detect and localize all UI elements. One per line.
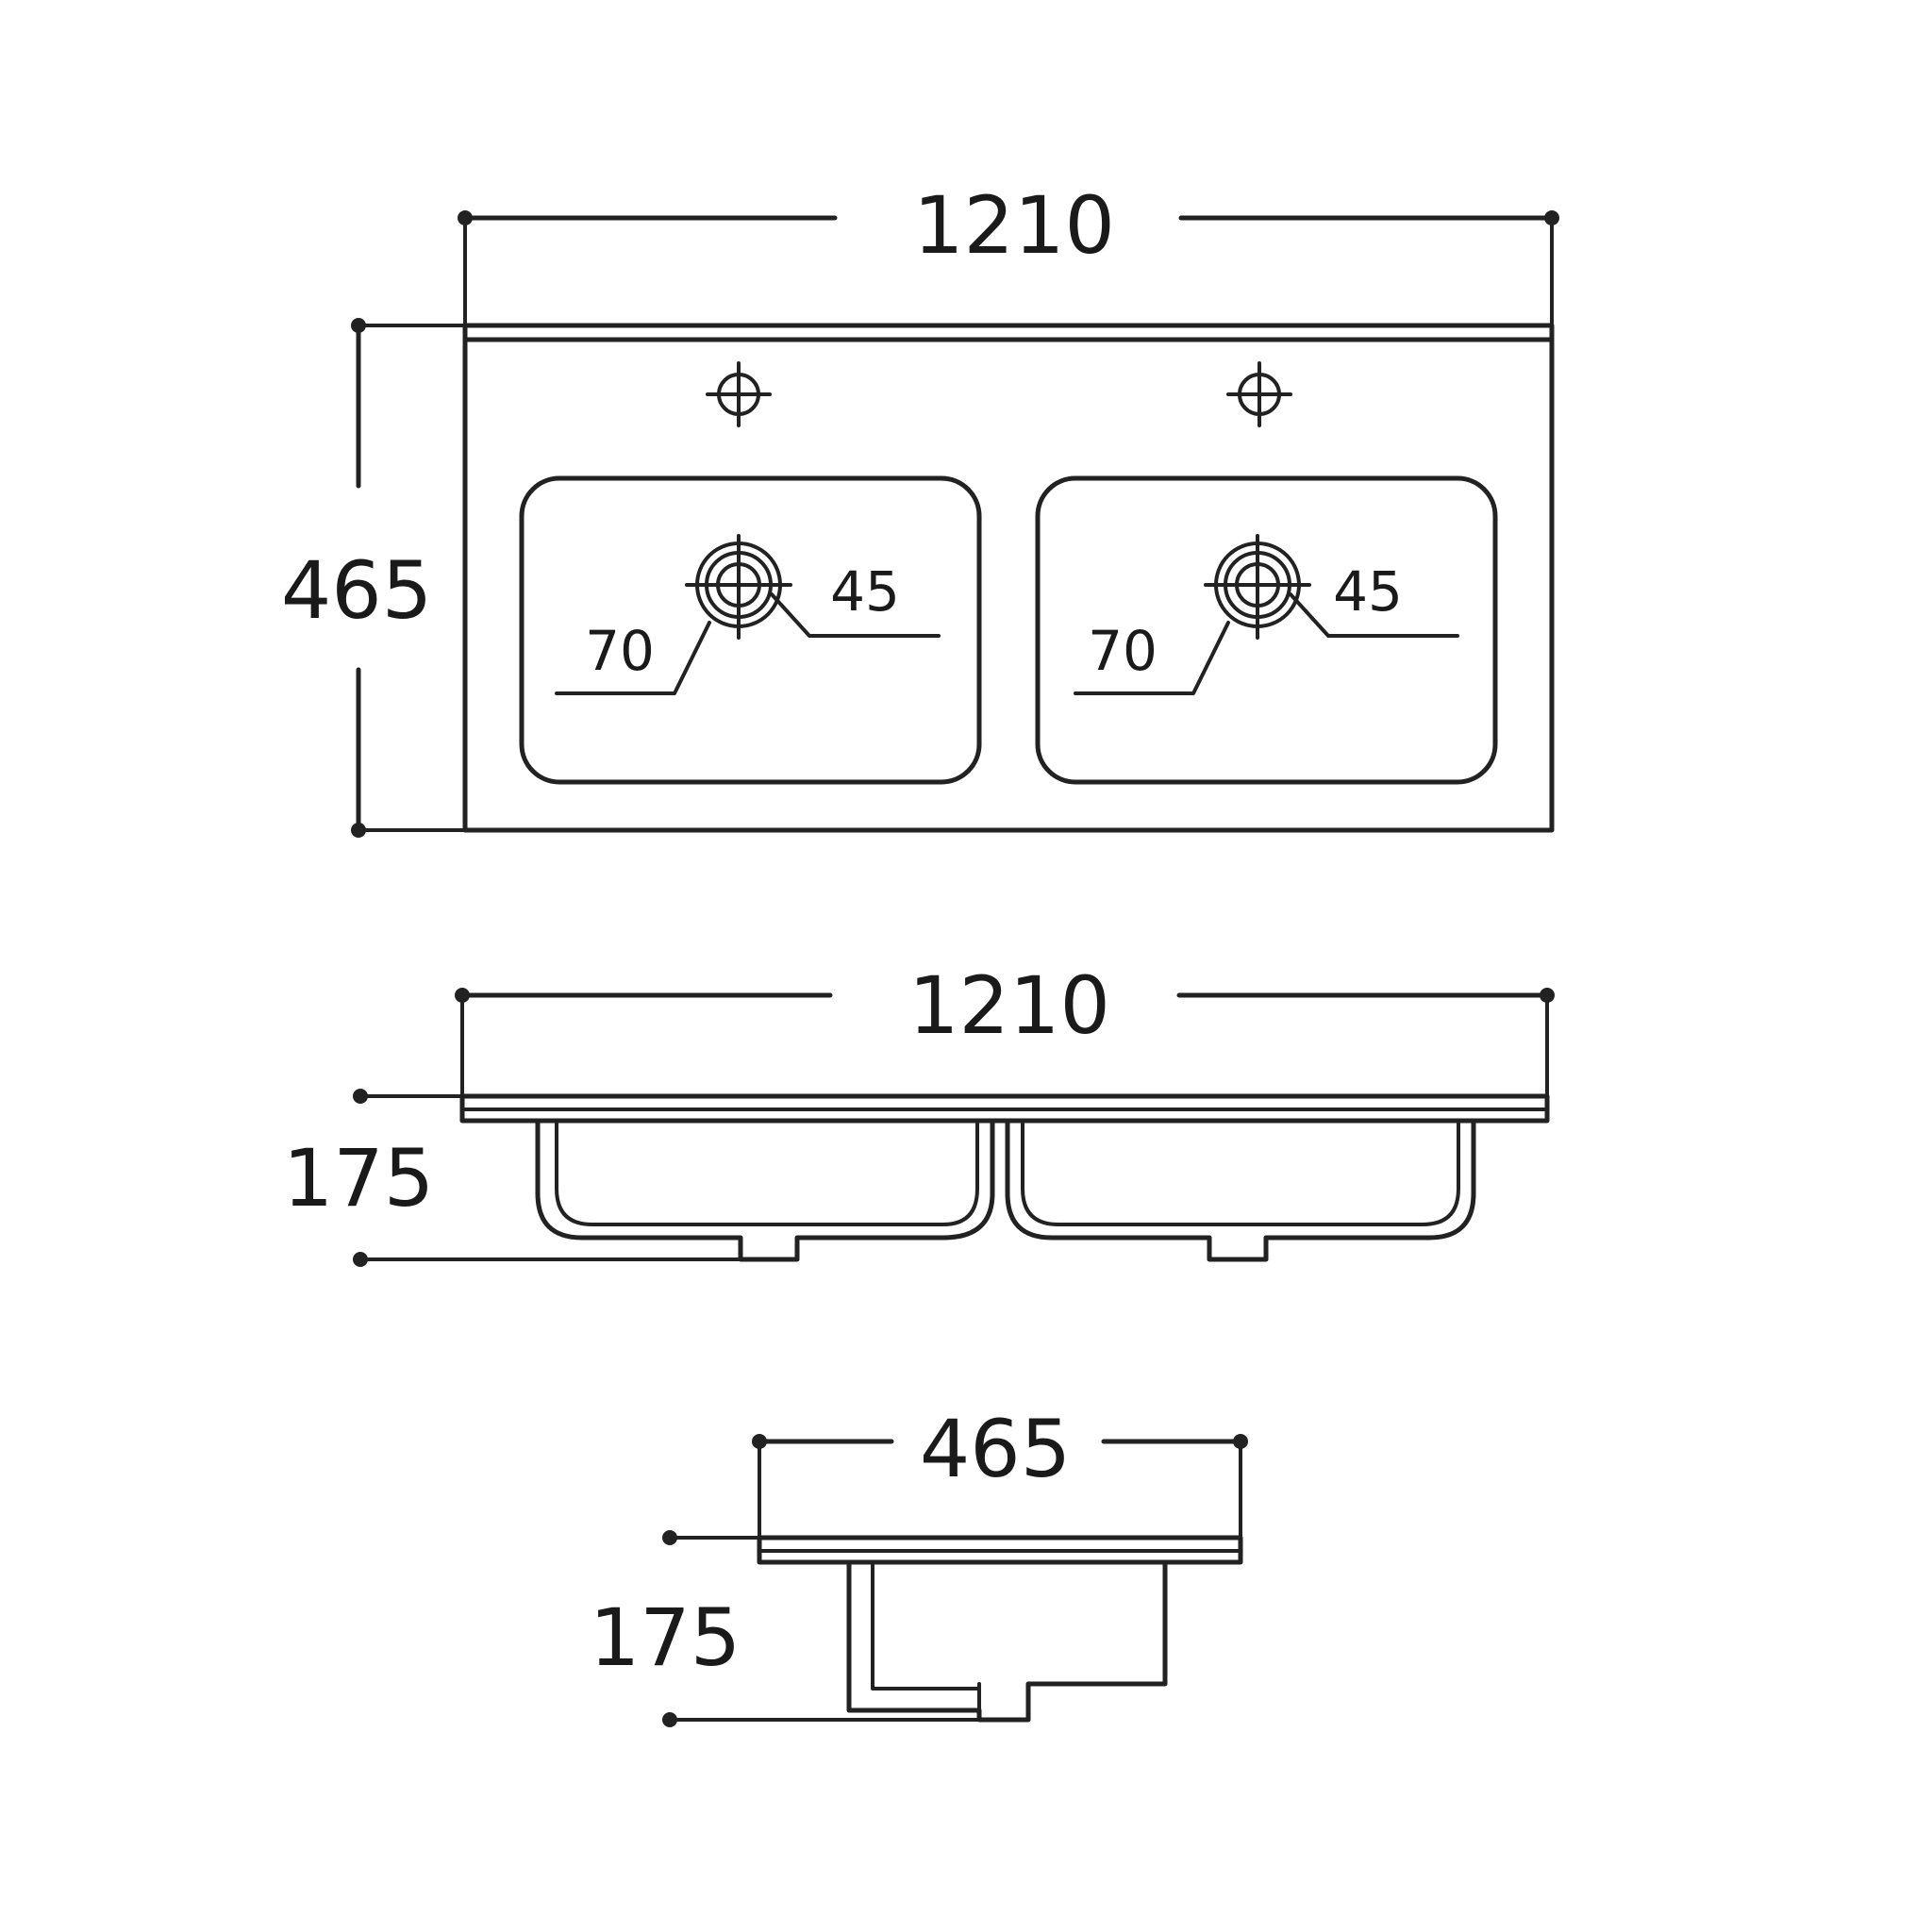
drain-label-left: 45	[830, 559, 900, 624]
plan-width-label: 1210	[913, 179, 1115, 272]
tap-hole-right	[1226, 361, 1292, 427]
side-bowl	[846, 1559, 1168, 1723]
overflow-label-right: 70	[1088, 619, 1158, 683]
drain-right	[1204, 534, 1311, 640]
side-height-dimension: 175	[590, 1530, 1030, 1727]
front-height-label: 175	[283, 1132, 434, 1224]
front-bowl-right	[1005, 1118, 1476, 1262]
front-view: 1210 175	[283, 959, 1555, 1267]
side-view: 465 175	[590, 1403, 1248, 1727]
front-width-label: 1210	[908, 959, 1110, 1052]
plan-view: 1210 465	[281, 179, 1559, 838]
front-height-dimension: 175	[283, 1089, 757, 1267]
vanity-top-outline	[462, 323, 1555, 833]
side-height-label: 175	[590, 1591, 741, 1684]
plan-width-dimension: 1210	[458, 179, 1559, 327]
front-width-dimension: 1210	[455, 959, 1555, 1098]
tap-hole-left	[706, 361, 772, 427]
plan-depth-label: 465	[281, 544, 432, 637]
basin-right: 70 45	[1035, 475, 1498, 785]
basin-left: 70 45	[519, 475, 982, 785]
side-width-dimension: 465	[752, 1403, 1248, 1540]
drain-left	[685, 534, 792, 640]
side-width-label: 465	[920, 1403, 1071, 1495]
drain-label-right: 45	[1333, 559, 1403, 624]
front-bowl-left	[535, 1118, 995, 1262]
plan-depth-dimension: 465	[281, 318, 467, 838]
overflow-label-left: 70	[585, 619, 655, 683]
